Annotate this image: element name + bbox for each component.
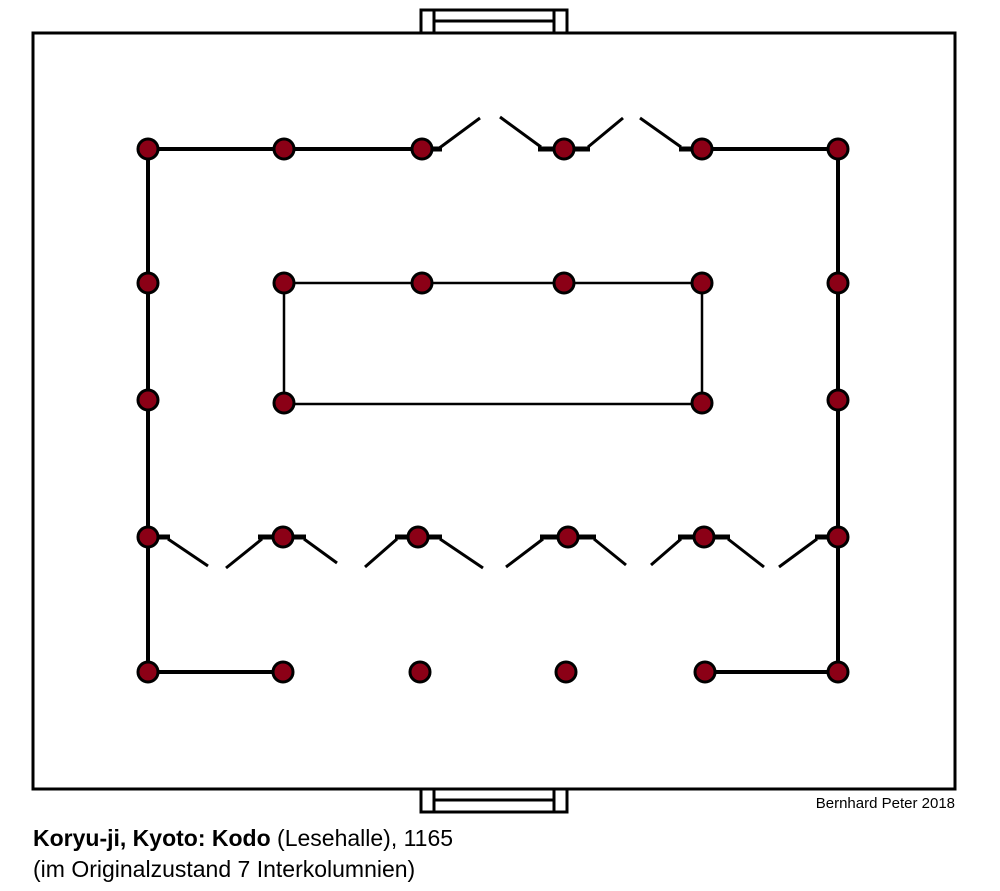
column	[136, 525, 160, 549]
column	[826, 660, 850, 684]
column	[136, 388, 160, 412]
caption-title-bold: Koryu-ji, Kyoto: Kodo	[33, 825, 271, 851]
column	[556, 525, 580, 549]
column	[272, 137, 296, 161]
inner-sanctuary	[282, 281, 704, 406]
site-boundary	[31, 31, 957, 791]
column	[690, 271, 714, 295]
column	[406, 525, 430, 549]
column	[272, 271, 296, 295]
front-doors	[148, 534, 838, 570]
bottom-gate	[419, 787, 569, 814]
columns	[136, 137, 850, 684]
column	[826, 271, 850, 295]
column	[552, 271, 576, 295]
column	[136, 660, 160, 684]
column	[692, 525, 716, 549]
column	[826, 388, 850, 412]
column	[826, 525, 850, 549]
column	[690, 137, 714, 161]
outer-walls	[146, 147, 840, 674]
column	[271, 660, 295, 684]
column	[410, 137, 434, 161]
column	[271, 525, 295, 549]
column	[136, 271, 160, 295]
caption-subtitle: (im Originalzustand 7 Interkolumnien)	[33, 856, 416, 882]
caption-title: Koryu-ji, Kyoto: Kodo (Lesehalle), 1165	[33, 825, 453, 852]
column	[690, 391, 714, 415]
top-doors	[422, 115, 700, 152]
column	[410, 271, 434, 295]
column	[136, 137, 160, 161]
column	[272, 391, 296, 415]
column	[552, 137, 576, 161]
author-credit: Bernhard Peter 2018	[815, 795, 955, 812]
column	[693, 660, 717, 684]
column	[554, 660, 578, 684]
column	[826, 137, 850, 161]
caption-title-rest: (Lesehalle), 1165	[270, 825, 454, 851]
top-gate	[419, 8, 569, 35]
column	[408, 660, 432, 684]
